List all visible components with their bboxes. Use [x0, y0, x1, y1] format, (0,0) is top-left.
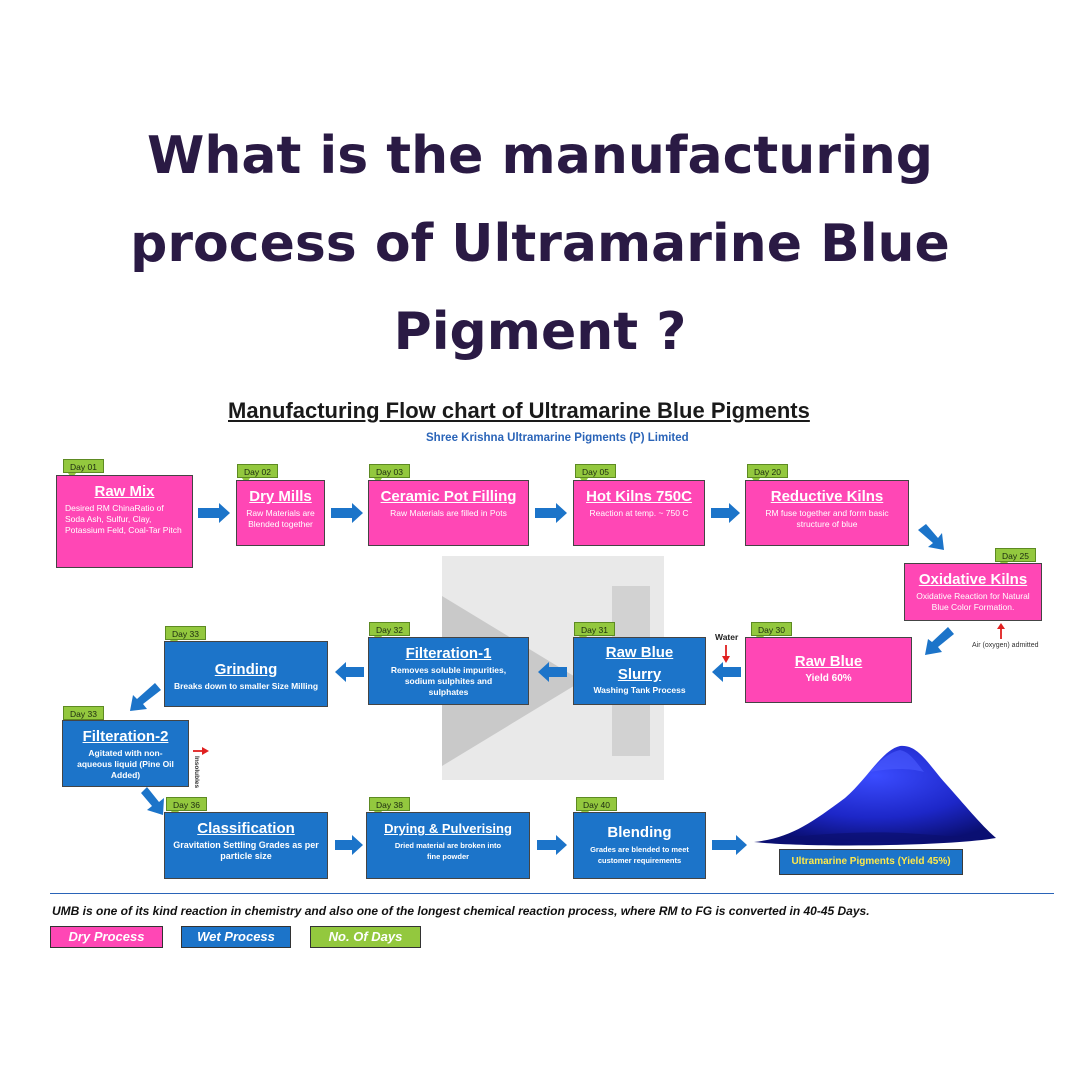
arrow-right-icon — [711, 503, 740, 523]
step-description: Desired RM ChinaRatio of Soda Ash, Sulfu… — [65, 503, 182, 535]
step-filteration-2: Filteration-2 Agitated with non-aqueous … — [62, 720, 189, 787]
step-name: Reductive Kilns — [770, 488, 884, 505]
step-filteration-1: Filteration-1 Removes soluble impurities… — [368, 637, 529, 705]
step-name: Dry Mills — [249, 488, 312, 505]
step-name: Ceramic Pot Filling — [380, 488, 517, 505]
water-arrow-icon — [722, 645, 730, 663]
step-grinding: Grinding Breaks down to smaller Size Mil… — [164, 641, 328, 707]
flowchart-title: Manufacturing Flow chart of Ultramarine … — [228, 398, 810, 423]
step-description: Raw Materials are filled in Pots — [390, 508, 507, 518]
day-badge: Day 01 — [63, 459, 104, 479]
page-title: What is the manufacturing process of Ult… — [130, 126, 950, 362]
arrow-diagonal-icon — [918, 524, 944, 550]
step-description: Dried material are broken into fine powd… — [394, 841, 502, 861]
step-oxidative-kilns: Oxidative Kilns Oxidative Reaction for N… — [904, 563, 1042, 621]
step-name: Filteration-2 — [82, 728, 169, 745]
step-description: RM fuse together and form basic structur… — [765, 508, 889, 529]
step-description: Gravitation Settling Grades as per parti… — [173, 840, 319, 861]
insolubles-arrow-icon — [193, 747, 209, 755]
air-arrow-icon — [997, 623, 1005, 639]
step-name: Drying & Pulverising — [384, 821, 512, 836]
company-name: Shree Krishna Ultramarine Pigments (P) L… — [426, 432, 689, 444]
arrow-right-icon — [535, 503, 567, 523]
arrow-left-icon — [712, 662, 741, 682]
arrow-right-icon — [335, 835, 363, 855]
step-description: Reaction at temp. ~ 750 C — [589, 508, 689, 518]
step-ceramic-pot-filling: Ceramic Pot Filling Raw Materials are fi… — [368, 480, 529, 546]
air-note: Air (oxygen) admitted — [972, 642, 1039, 649]
step-description: Oxidative Reaction for Natural Blue Colo… — [916, 591, 1030, 612]
step-name: Raw Mix — [94, 483, 155, 500]
step-dry-mills: Dry Mills Raw Materials are Blended toge… — [236, 480, 325, 546]
legend-dry-process: Dry Process — [50, 926, 163, 948]
arrow-diagonal-icon — [141, 787, 164, 815]
step-description: Washing Tank Process — [593, 685, 686, 695]
arrow-right-icon — [712, 835, 747, 855]
arrow-diagonal-icon — [925, 627, 954, 655]
step-hot-kilns: Hot Kilns 750C Reaction at temp. ~ 750 C — [573, 480, 705, 546]
footnote: UMB is one of its kind reaction in chemi… — [52, 904, 870, 918]
divider — [50, 893, 1054, 894]
legend-wet-process: Wet Process — [181, 926, 291, 948]
step-reductive-kilns: Reductive Kilns RM fuse together and for… — [745, 480, 909, 546]
final-product-label: Ultramarine Pigments (Yield 45%) — [779, 849, 963, 875]
step-description: Raw Materials are Blended together — [246, 508, 315, 529]
arrow-left-icon — [335, 662, 364, 682]
step-description: Removes soluble impurities, sodium sulph… — [390, 665, 507, 697]
step-description: Yield 60% — [805, 673, 852, 684]
arrow-right-icon — [537, 835, 567, 855]
step-description: Agitated with non-aqueous liquid (Pine O… — [77, 748, 174, 780]
step-name: Filteration-1 — [405, 645, 492, 662]
step-name: Raw Blue Slurry — [605, 644, 674, 683]
step-description: Grades are blended to meet customer requ… — [590, 845, 689, 865]
step-name: Blending — [607, 824, 672, 841]
pigment-powder-image — [754, 745, 996, 846]
step-name: Raw Blue — [794, 653, 863, 670]
step-raw-blue: Raw Blue Yield 60% — [745, 637, 912, 703]
step-classification: Classification Gravitation Settling Grad… — [164, 812, 328, 879]
step-blending: Blending Grades are blended to meet cust… — [573, 812, 706, 879]
step-drying-pulverising: Drying & Pulverising Dried material are … — [366, 812, 530, 879]
arrow-diagonal-icon — [130, 683, 161, 711]
step-name: Classification — [197, 820, 295, 837]
legend-no-of-days: No. Of Days — [310, 926, 421, 948]
arrow-right-icon — [331, 503, 363, 523]
step-name: Grinding — [214, 661, 278, 678]
step-description: Breaks down to smaller Size Milling — [173, 681, 319, 691]
step-name: Oxidative Kilns — [918, 571, 1028, 588]
water-note: Water — [715, 632, 739, 642]
arrow-left-icon — [538, 662, 567, 682]
arrow-right-icon — [198, 503, 230, 523]
step-name: Hot Kilns 750C — [586, 488, 692, 505]
step-raw-mix: Raw Mix Desired RM ChinaRatio of Soda As… — [56, 475, 193, 568]
step-raw-blue-slurry: Raw Blue Slurry Washing Tank Process — [573, 637, 706, 705]
